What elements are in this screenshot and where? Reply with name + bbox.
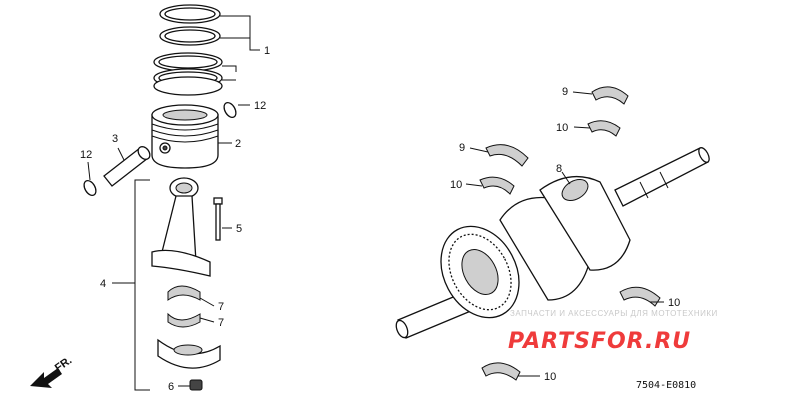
arrow-icon [30,368,62,388]
front-direction-marker: FR. [30,354,74,388]
rod-nut [189,379,203,391]
callout-5: 5 [236,223,242,235]
piston-rings [153,4,223,96]
watermark-caption: ЗАПЧАСТИ И АКСЕССУАРЫ ДЛЯ МОТОТЕХНИКИ [510,309,718,318]
callout-2: 2 [235,138,241,150]
callout-7-upper: 7 [218,301,224,313]
callout-12-right: 12 [254,100,266,112]
callout-3: 3 [112,133,118,145]
pin-clip-left [83,179,97,197]
callout-10-top: 10 [556,122,568,134]
main-bearing-lower-1 [587,120,621,137]
main-bearing-upper-2 [485,144,529,167]
main-bearing-lower-4 [481,362,521,381]
main-bearing-lower-2 [479,176,515,195]
pin-clip-right [223,101,237,119]
rod-bearing-upper [167,285,201,301]
callout-10-right: 10 [668,297,680,309]
callout-8: 8 [556,163,562,175]
watermark: ЗАПЧАСТИ И АКСЕССУАРЫ ДЛЯ МОТОТЕХНИКИ PA… [508,309,718,354]
leader-lines [87,15,664,387]
callout-9-mid: 9 [459,142,465,154]
watermark-logo: PARTSFOR.RU [508,329,691,354]
piston-pin [103,146,151,187]
callout-12-left: 12 [80,149,92,161]
rod-cap [157,338,221,369]
connecting-rod [151,177,211,277]
assembly-bracket [134,179,150,391]
callout-10-bottom: 10 [544,371,556,383]
rod-bolt [213,197,223,241]
main-bearing-upper-1 [591,86,629,105]
callout-4: 4 [100,278,106,290]
drawing-code: 7504-E0810 [636,380,696,391]
rod-bearing-lower [167,312,201,328]
piston [151,104,219,169]
callout-6: 6 [168,381,174,393]
crankshaft [395,147,710,339]
callout-9-top: 9 [562,86,568,98]
callout-10-mid: 10 [450,179,462,191]
callout-1: 1 [264,45,270,57]
main-bearing-lower-3 [619,286,661,307]
callout-7-lower: 7 [218,317,224,329]
